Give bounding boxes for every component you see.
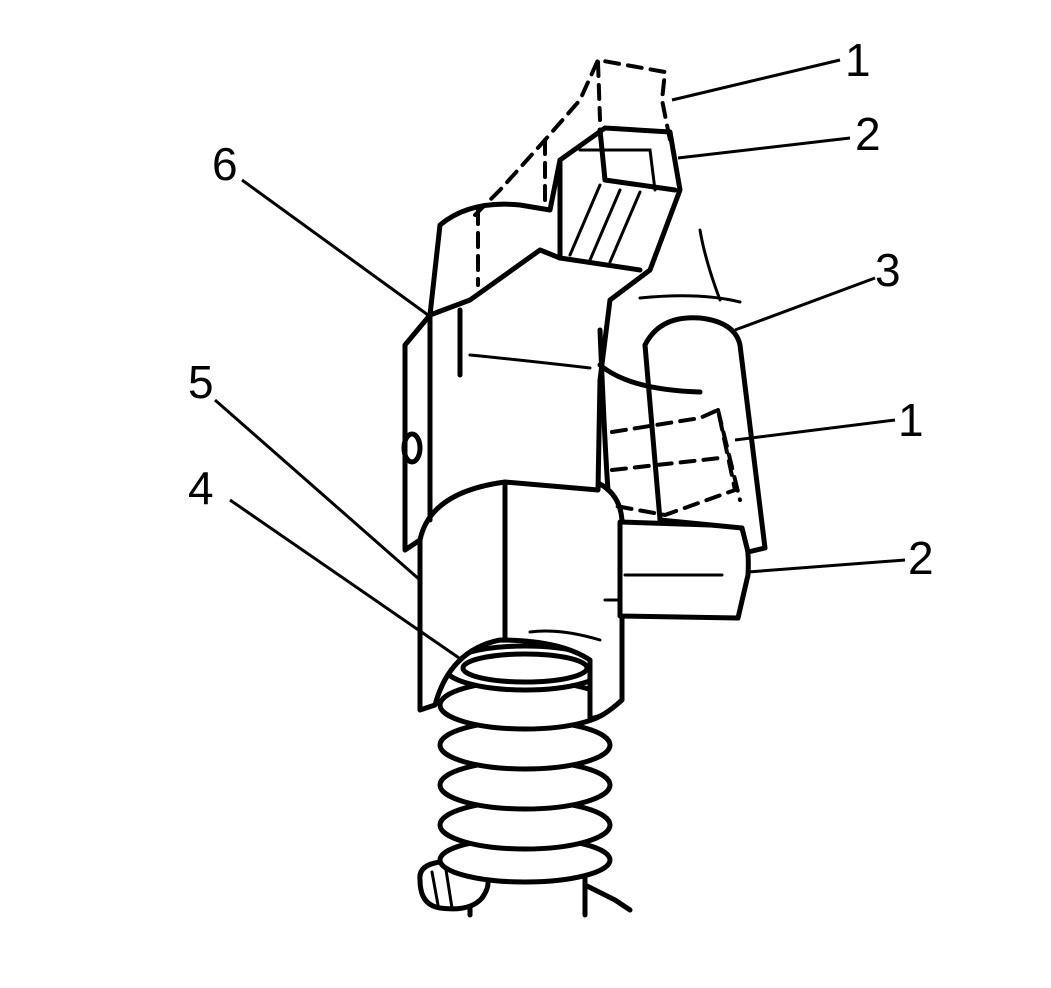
leader-lines bbox=[214, 58, 906, 662]
leader-5 bbox=[214, 398, 421, 582]
phantom-outline-lower bbox=[608, 407, 742, 518]
leader-3 bbox=[734, 276, 876, 332]
callout-5: 5 bbox=[188, 356, 214, 408]
callout-2-lower: 2 bbox=[908, 532, 934, 584]
callout-6: 6 bbox=[212, 138, 238, 190]
callout-2-upper: 2 bbox=[855, 108, 881, 160]
leader-2-upper bbox=[677, 136, 851, 160]
phantom-outline-upper bbox=[473, 57, 672, 287]
upper-housing bbox=[401, 125, 683, 553]
callout-1-upper: 1 bbox=[845, 34, 871, 86]
callout-4: 4 bbox=[188, 462, 214, 514]
leader-1-upper bbox=[671, 58, 841, 102]
leader-4 bbox=[229, 498, 463, 662]
spring bbox=[417, 643, 613, 912]
leader-6 bbox=[241, 178, 429, 317]
callout-3: 3 bbox=[875, 244, 901, 296]
leader-1-lower bbox=[734, 418, 896, 442]
lever-loop bbox=[597, 228, 768, 555]
lower-arm bbox=[617, 519, 751, 621]
callout-1-lower: 1 bbox=[898, 394, 924, 446]
leader-2-lower bbox=[747, 558, 906, 574]
